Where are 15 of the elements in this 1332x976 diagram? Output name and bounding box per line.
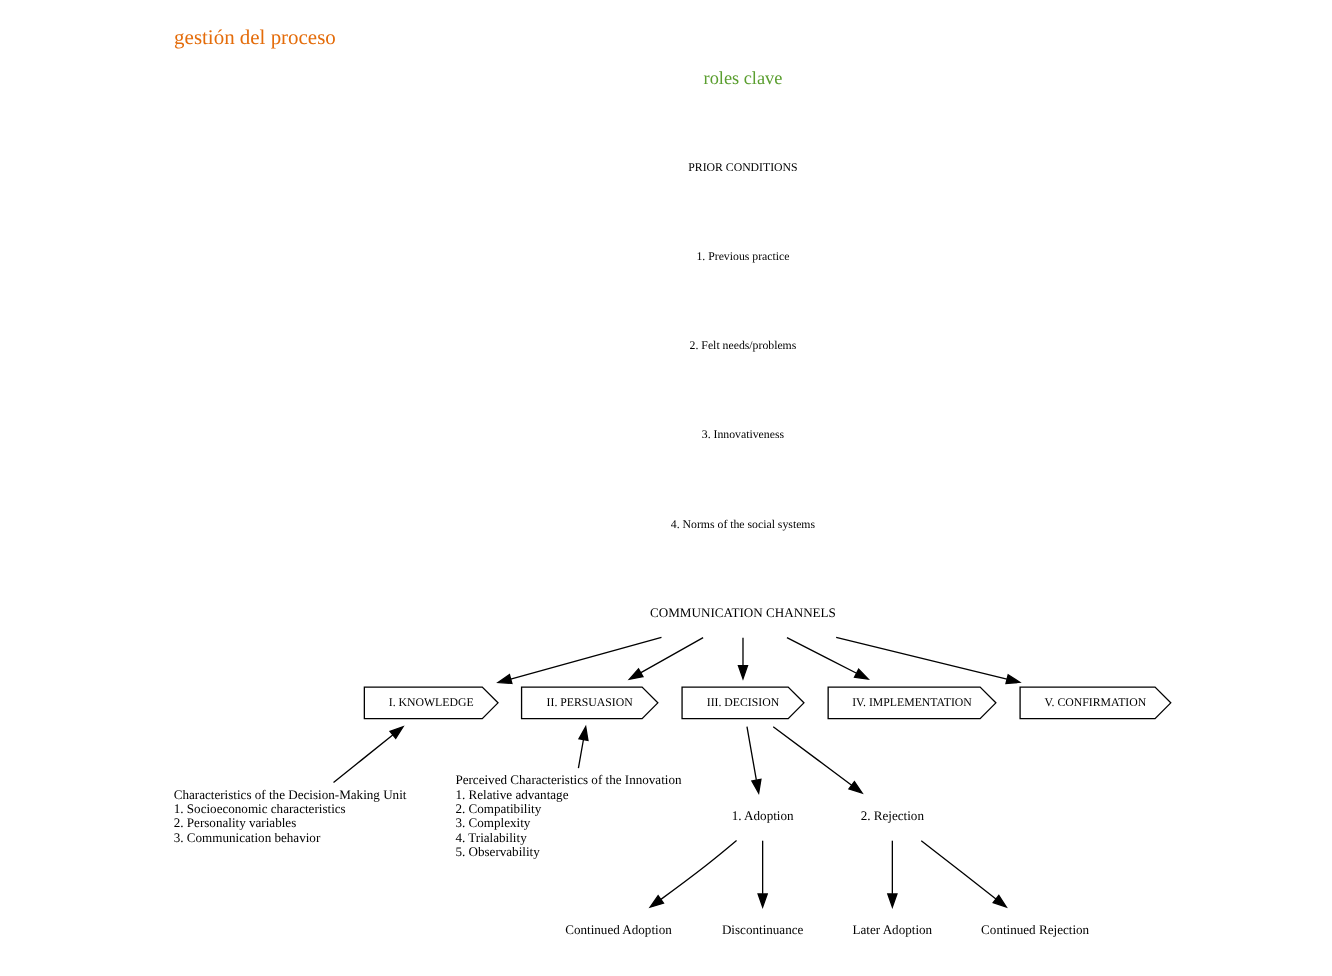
arrow	[626, 636, 703, 681]
arrow	[785, 636, 869, 681]
arrow	[745, 726, 761, 795]
diagram-title: gestión del proceso	[173, 27, 335, 50]
arrow	[771, 726, 863, 795]
arrow	[756, 840, 768, 909]
arrow	[331, 725, 404, 784]
arrow	[885, 840, 897, 909]
arrow	[495, 636, 662, 685]
arrow	[919, 840, 1007, 909]
arrow	[736, 637, 748, 681]
arrow	[647, 839, 737, 909]
label: roles clave	[702, 68, 782, 89]
arrow	[834, 636, 1021, 685]
arrow	[576, 724, 588, 769]
